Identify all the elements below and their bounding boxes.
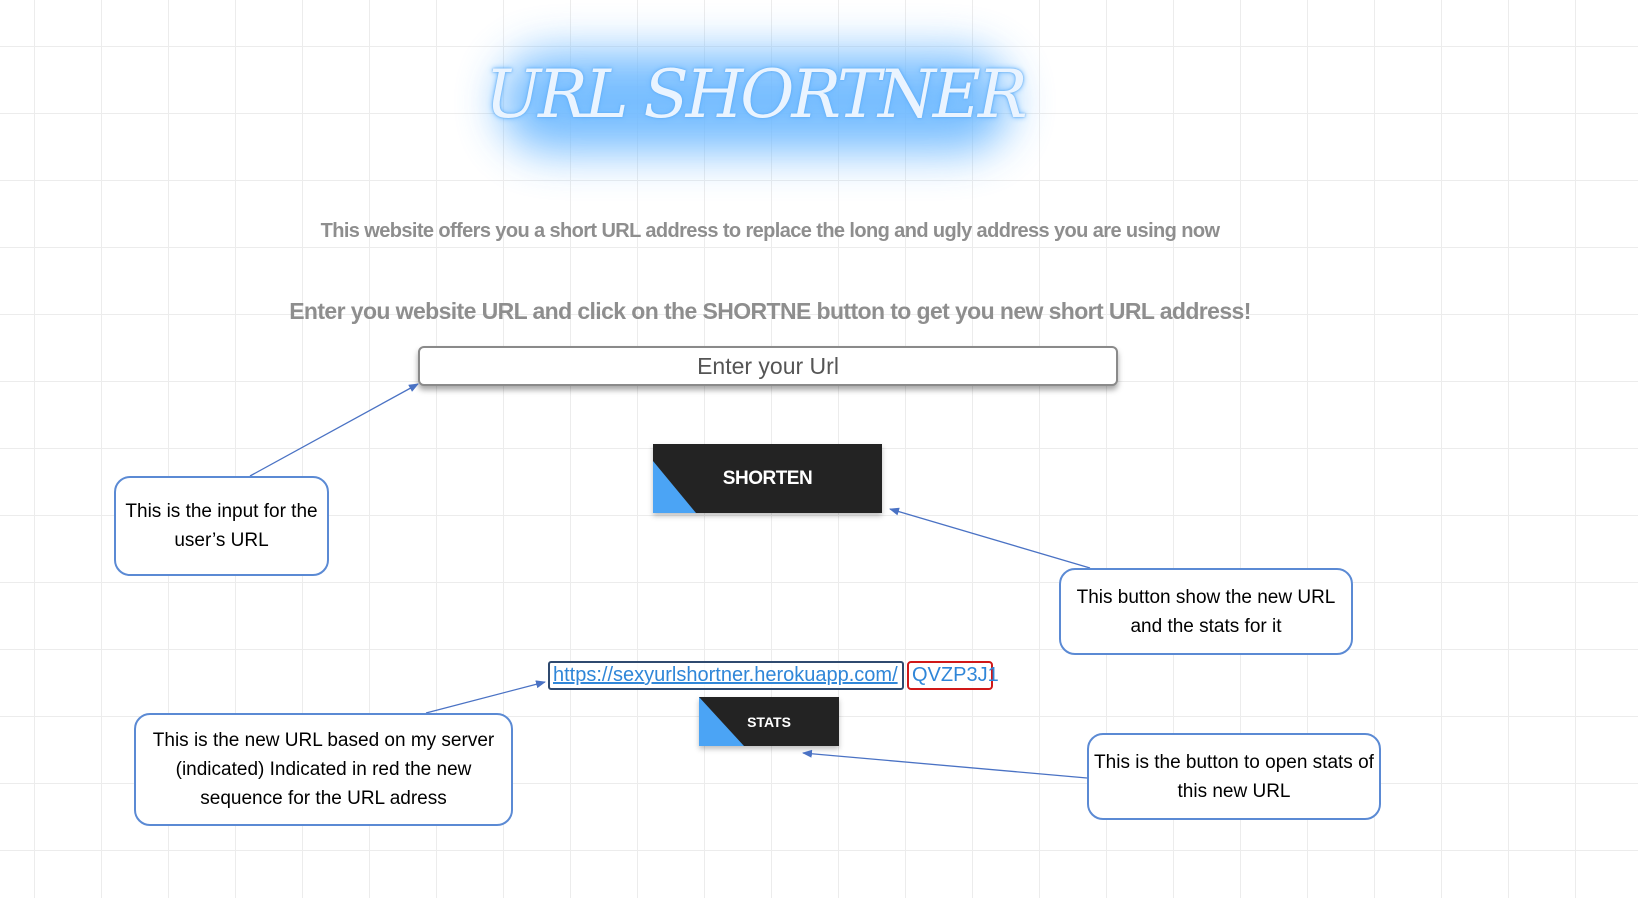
callout-stats-button-text: This is the button to open stats of this… <box>1094 751 1374 802</box>
title-glow <box>500 52 1010 152</box>
short-url-base-link[interactable]: https://sexyurlshortner.herokuapp.com/ <box>548 661 904 690</box>
url-input[interactable] <box>418 346 1118 386</box>
callout-stats-button: This is the button to open stats of this… <box>1087 733 1381 820</box>
shorten-button-accent <box>653 461 696 513</box>
short-url-result: https://sexyurlshortner.herokuapp.com/ Q… <box>548 661 999 690</box>
callout-url-input-text: This is the input for the user’s URL <box>125 501 318 551</box>
site-title-text: URL SHORTNER <box>485 56 1027 133</box>
stats-button-accent <box>699 697 744 746</box>
arrow-to-shorten-button <box>889 507 1091 569</box>
callout-new-url: This is the new URL based on my server (… <box>134 713 513 826</box>
stats-button-label: STATS <box>747 713 791 730</box>
site-subtitle: This website offers you a short URL addr… <box>320 220 1220 242</box>
short-url-code[interactable]: QVZP3J1 <box>907 661 999 690</box>
arrow-to-url-input <box>249 383 419 477</box>
callout-new-url-text: This is the new URL based on my server (… <box>152 730 495 809</box>
shorten-button-label: SHORTEN <box>722 467 813 489</box>
shorten-button[interactable]: SHORTEN <box>653 444 882 513</box>
callout-url-input: This is the input for the user’s URL <box>114 476 329 576</box>
arrow-to-short-url <box>425 680 546 714</box>
instruction-text: Enter you website URL and click on the S… <box>289 298 1251 324</box>
callout-shorten-button: This button show the new URL and the sta… <box>1059 568 1353 655</box>
stats-button[interactable]: STATS <box>699 697 839 746</box>
arrow-to-stats-button <box>802 749 1088 779</box>
site-title: URL SHORTNER <box>470 40 1040 165</box>
callout-shorten-button-text: This button show the new URL and the sta… <box>1076 586 1336 637</box>
